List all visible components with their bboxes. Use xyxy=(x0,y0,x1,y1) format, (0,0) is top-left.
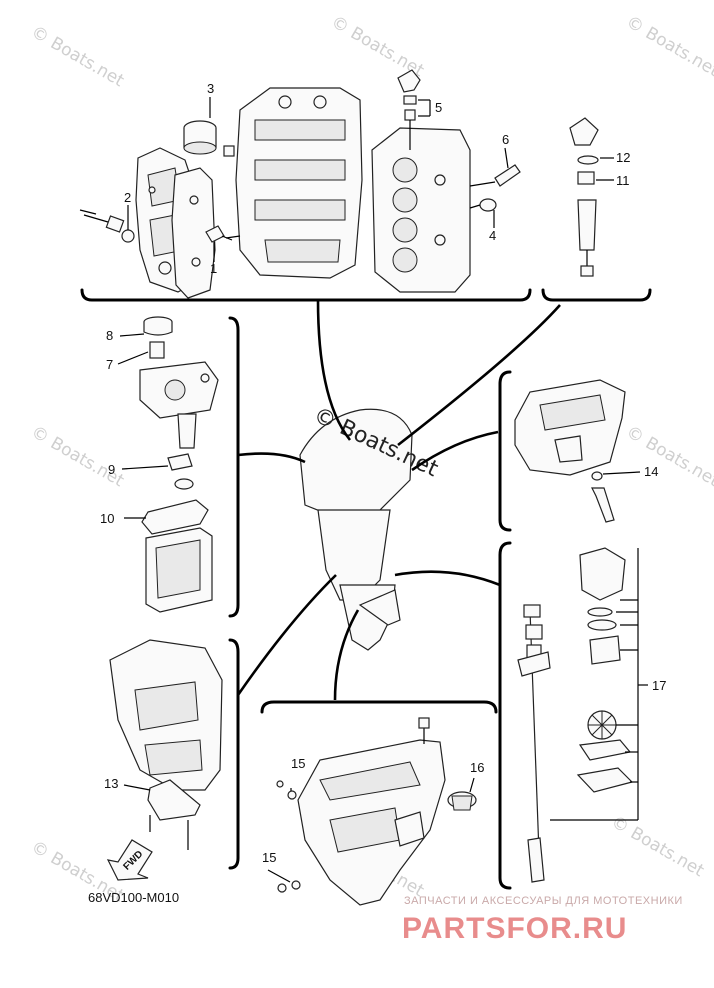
part-15a-plug xyxy=(276,780,297,800)
callout-2: 2 xyxy=(124,190,131,205)
left-bottom-bracket xyxy=(228,638,240,870)
part-9-connector xyxy=(121,453,194,490)
callout-1: 1 xyxy=(210,261,217,276)
connector-right-bottom xyxy=(394,570,501,587)
part-4-plug xyxy=(469,198,497,228)
advert-brand: PARTSFOR.RU xyxy=(402,912,627,945)
cylinder-block xyxy=(235,87,363,279)
callout-15-lower: 15 xyxy=(262,850,276,865)
oil-pan xyxy=(514,379,626,476)
pump-plates xyxy=(576,739,634,793)
top-engine-group xyxy=(79,69,652,302)
callout-17: 17 xyxy=(652,678,666,693)
part-7-valve xyxy=(117,341,165,365)
part-2-fitting xyxy=(83,205,135,243)
advert-tagline: ЗАПЧАСТИ И АКСЕССУАРЫ ДЛЯ МОТОТЕХНИКИ xyxy=(404,895,683,907)
pump-housing xyxy=(579,547,626,665)
callout-3: 3 xyxy=(207,81,214,96)
impeller xyxy=(587,710,617,740)
callout-5: 5 xyxy=(435,100,442,115)
connector-left-middle xyxy=(237,452,306,464)
side-cover-plate xyxy=(171,167,216,299)
callout-6: 6 xyxy=(502,132,509,147)
callout-14: 14 xyxy=(644,464,658,479)
callout-15-upper: 15 xyxy=(291,756,305,771)
part-13-bracket xyxy=(123,779,201,850)
motor-skeg xyxy=(358,589,401,626)
bottom-center-group xyxy=(260,700,498,906)
left-middle-bracket xyxy=(228,316,240,618)
part-10-gasket xyxy=(124,499,209,535)
watermark-text: © Boats.net xyxy=(623,12,714,81)
right-bottom-group xyxy=(498,541,648,890)
motor-cowling xyxy=(299,408,413,516)
connector-left-bottom xyxy=(236,574,337,696)
callout-13: 13 xyxy=(104,776,118,791)
connector-top-right xyxy=(397,304,561,447)
right-bottom-bracket xyxy=(498,541,512,890)
connector-top-left xyxy=(316,299,352,441)
part-16-cap xyxy=(447,777,477,811)
exhaust-manifold xyxy=(109,639,223,791)
part-6-plug xyxy=(469,147,521,187)
callout-11: 11 xyxy=(616,173,630,188)
callout-8: 8 xyxy=(106,328,113,343)
part-17-leader xyxy=(550,548,648,821)
group-connector-lines xyxy=(236,299,561,701)
part-5-sensor xyxy=(397,69,431,150)
callout-12: 12 xyxy=(616,150,630,165)
fuel-unit xyxy=(139,361,219,449)
watermark-text: © Boats.net xyxy=(28,22,128,91)
right-middle-group xyxy=(498,370,641,532)
outboard-motor-outline: © Boats.net xyxy=(299,403,442,651)
callout-7: 7 xyxy=(106,357,113,372)
top-group-bracket xyxy=(80,288,532,302)
part-1-clip xyxy=(205,225,233,262)
callout-labels: 3 5 6 2 1 4 12 11 8 7 9 10 14 17 13 15 1… xyxy=(100,81,666,865)
left-bottom-group: FWD 68VD100-M010 xyxy=(88,638,240,905)
connector-right-middle xyxy=(411,430,499,472)
advert-banner: ЗАПЧАСТИ И АКСЕССУАРЫ ДЛЯ МОТОТЕХНИКИ PA… xyxy=(402,895,683,945)
part-14-drain xyxy=(591,471,641,523)
vapor-separator-box xyxy=(145,527,213,613)
left-middle-group xyxy=(117,316,240,618)
connector-bottom xyxy=(333,609,360,701)
watermark-text: © Boats.net xyxy=(608,812,708,881)
watermark-text: © Boats.net xyxy=(623,422,714,491)
callout-4: 4 xyxy=(489,228,496,243)
right-middle-bracket xyxy=(498,370,512,532)
callout-9: 9 xyxy=(108,462,115,477)
watermark-text: © Boats.net xyxy=(28,422,128,491)
fwd-arrow: FWD xyxy=(106,839,153,881)
small-bolts xyxy=(79,209,241,239)
lower-case xyxy=(297,717,446,906)
part-3-oil-filter xyxy=(183,97,235,157)
bottom-center-bracket xyxy=(260,700,498,714)
thermostat-group xyxy=(569,117,614,277)
callout-10: 10 xyxy=(100,511,114,526)
cylinder-head xyxy=(371,127,471,293)
callout-16: 16 xyxy=(470,760,484,775)
part-8-cap xyxy=(119,316,173,337)
part-15b-plug xyxy=(267,869,301,893)
diagram-code: 68VD100-M010 xyxy=(88,890,179,905)
top-right-group-bracket xyxy=(541,288,652,302)
drive-shaft xyxy=(517,604,551,883)
